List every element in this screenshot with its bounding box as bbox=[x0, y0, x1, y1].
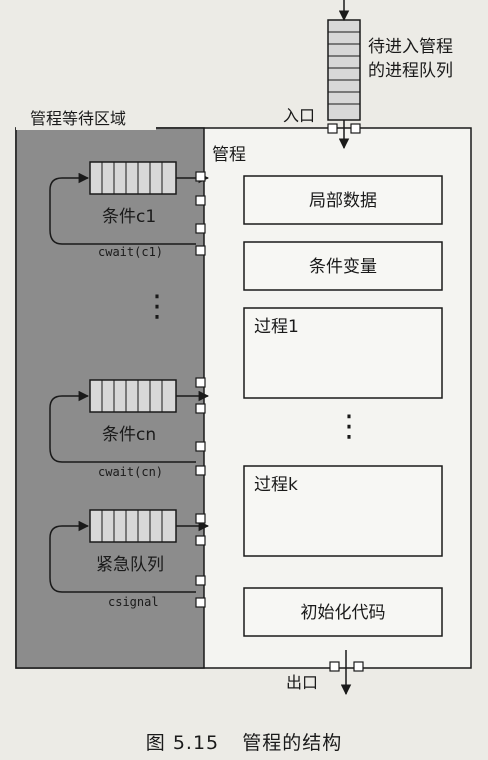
urgent-queue bbox=[89, 509, 177, 543]
exit-gate-left bbox=[329, 661, 340, 672]
urgent-queue-label: 紧急队列 bbox=[96, 555, 164, 575]
urgent-gate-1 bbox=[195, 513, 206, 524]
local-data-label: 局部数据 bbox=[309, 191, 377, 211]
cn-gate-1 bbox=[195, 377, 206, 388]
waiting-ellipsis: ⋮ bbox=[142, 289, 172, 324]
cn-gate-3 bbox=[195, 441, 206, 452]
procedure-k-label: 过程k bbox=[254, 475, 298, 495]
entry-queue bbox=[327, 19, 361, 121]
condition-cn-loop bbox=[49, 390, 196, 463]
condition-vars-box bbox=[243, 241, 443, 291]
entry-label: 入口 bbox=[283, 106, 315, 125]
condition-c1-loop bbox=[49, 172, 196, 245]
monitor-label: 管程 bbox=[212, 145, 246, 165]
procedure-1-label: 过程1 bbox=[254, 317, 299, 337]
procedure-1-box bbox=[243, 307, 443, 399]
entry-gate-left bbox=[327, 123, 338, 134]
c1-gate-2 bbox=[195, 195, 206, 206]
condition-cn-queue bbox=[89, 379, 177, 413]
condition-vars-label: 条件变量 bbox=[309, 257, 377, 277]
exit-label: 出口 bbox=[286, 673, 318, 692]
figure-title: 管程的结构 bbox=[242, 732, 343, 754]
cn-gate-4 bbox=[195, 465, 206, 476]
csignal-label: csignal bbox=[108, 595, 159, 609]
condition-cn-label: 条件cn bbox=[102, 425, 156, 445]
procedure-k-box bbox=[243, 465, 443, 557]
c1-gate-1 bbox=[195, 171, 206, 182]
waiting-area-label: 管程等待区域 bbox=[30, 109, 126, 128]
entry-queue-label-line1: 待进入管程 bbox=[368, 37, 453, 57]
condition-c1-wait-op: cwait(c1) bbox=[98, 245, 163, 259]
c1-gate-4 bbox=[195, 245, 206, 256]
figure-caption: 图 5.15 管程的结构 bbox=[0, 728, 488, 755]
urgent-gate-3 bbox=[195, 575, 206, 586]
cn-gate-2 bbox=[195, 403, 206, 414]
urgent-gate-4 bbox=[195, 597, 206, 608]
condition-c1-queue bbox=[89, 161, 177, 195]
entry-gate-right bbox=[350, 123, 361, 134]
urgent-gate-2 bbox=[195, 535, 206, 546]
c1-gate-3 bbox=[195, 223, 206, 234]
local-data-box bbox=[243, 175, 443, 225]
entry-queue-label-line2: 的进程队列 bbox=[368, 61, 453, 81]
figure-number: 图 5.15 bbox=[145, 732, 220, 754]
condition-c1-label: 条件c1 bbox=[102, 207, 156, 227]
exit-gate-right bbox=[353, 661, 364, 672]
condition-cn-wait-op: cwait(cn) bbox=[98, 465, 163, 479]
init-code-label: 初始化代码 bbox=[301, 603, 386, 623]
urgent-loop bbox=[49, 520, 196, 593]
init-code-box bbox=[243, 587, 443, 637]
procedure-ellipsis: ⋮ bbox=[334, 409, 364, 444]
